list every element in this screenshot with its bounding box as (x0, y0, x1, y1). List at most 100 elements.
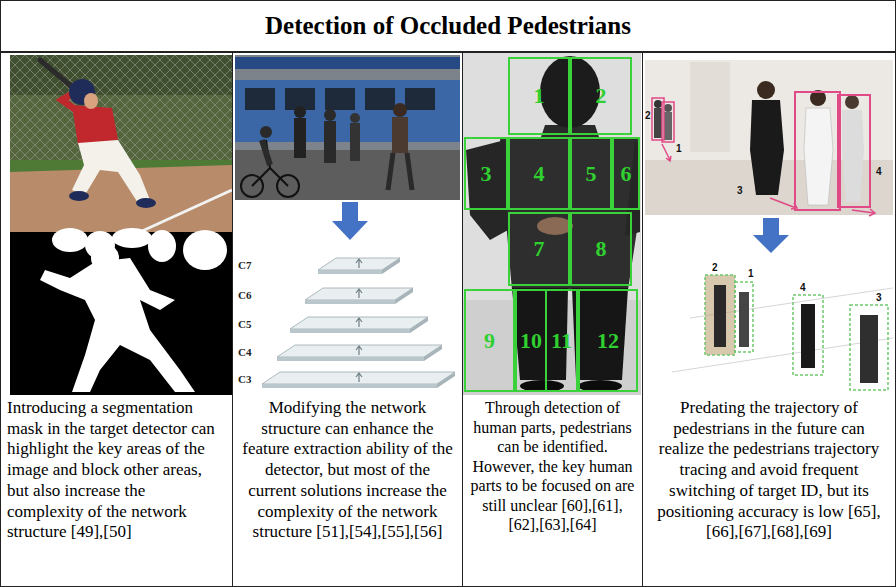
pyramid-level-label: C7 (238, 259, 251, 271)
street-photo (294, 118, 306, 158)
street-photo (392, 117, 408, 153)
pedestrian-back-photo (463, 53, 641, 395)
down-arrow (753, 218, 789, 253)
track-id-number: 2 (712, 262, 718, 273)
part-number: 2 (596, 85, 607, 107)
body-part-box: 3 (464, 137, 508, 210)
pedestrian-back-photo (500, 138, 640, 290)
caption-text: Predating the trajectory of pedestrians … (649, 398, 889, 543)
trajectory-3d-view (793, 295, 823, 375)
feature-pyramid (424, 345, 442, 361)
feature-pyramid (305, 300, 395, 304)
trajectory-3d-view (850, 305, 888, 390)
segmentation-mask (148, 230, 176, 262)
part-number: 12 (597, 330, 619, 352)
pedestrian-back-photo (463, 53, 641, 395)
mall-tracking-photo (654, 108, 662, 138)
mall-tracking-photo (664, 112, 672, 140)
caption-panel: Modifying the network structure can enha… (232, 52, 463, 587)
street-photo (350, 113, 360, 123)
mall-tracking-photo (654, 100, 662, 108)
pedestrian-back-photo (572, 288, 628, 380)
part-number: 9 (484, 330, 495, 352)
feature-pyramid (382, 258, 400, 274)
feature-pyramid (356, 318, 362, 327)
mall-tracking-photo (662, 102, 674, 142)
mall-tracking-photo (645, 60, 893, 215)
caption-panel: Through detection of human parts, pedest… (462, 52, 643, 587)
street-photo (262, 140, 270, 165)
baseball-photo (136, 198, 156, 208)
segmentation-mask (52, 228, 88, 252)
track-id-number: 3 (737, 185, 743, 196)
feature-pyramid (437, 372, 455, 388)
part-number: 11 (551, 330, 572, 352)
part-number: 5 (586, 163, 597, 185)
street-photo (235, 55, 460, 200)
street-photo (388, 153, 412, 190)
baseball-photo (10, 55, 232, 232)
street-photo (235, 57, 460, 69)
trajectory-3d-view (714, 285, 726, 347)
segmentation-mask (10, 228, 232, 395)
part-number: 1 (534, 85, 545, 107)
body-part-box: 6 (612, 137, 640, 210)
street-photo (350, 123, 360, 161)
feature-pyramid (277, 345, 442, 357)
pedestrian-back-photo (537, 217, 573, 235)
body-part-box: 10 (515, 289, 547, 392)
mall-tracking-photo (645, 60, 893, 216)
part-number: 7 (534, 238, 545, 260)
trajectory-3d-view (735, 282, 753, 352)
body-part-box: 7 (508, 212, 570, 286)
part-number: 4 (534, 163, 545, 185)
feature-pyramid (356, 289, 362, 298)
track-id-number: 4 (800, 282, 806, 293)
feature-pyramid (356, 346, 362, 355)
feature-pyramid (395, 288, 413, 304)
mall-tracking-photo (662, 144, 671, 161)
segmentation-mask (40, 258, 195, 392)
body-part-box: 5 (570, 137, 612, 210)
baseball-photo (10, 55, 232, 232)
feature-pyramid (290, 317, 428, 329)
feature-pyramid (305, 288, 413, 300)
figure-title: Detection of Occluded Pedestrians (0, 0, 896, 51)
track-id-number: 1 (748, 268, 754, 279)
feature-pyramid (356, 259, 362, 268)
baseball-photo (69, 191, 89, 201)
pyramid-level-label: C5 (238, 318, 251, 330)
feature-pyramid (262, 372, 455, 384)
street-photo (260, 126, 272, 138)
feature-pyramid (290, 329, 410, 333)
street-photo (393, 103, 407, 117)
feature-pyramid (262, 384, 437, 388)
street-photo (324, 109, 336, 121)
baseball-photo (140, 190, 232, 232)
mall-tracking-photo (750, 100, 784, 195)
baseball-photo (84, 93, 98, 109)
body-part-box: 9 (464, 289, 515, 392)
mall-tracking-photo (845, 95, 859, 109)
mall-tracking-photo (804, 108, 833, 205)
body-part-box: 12 (578, 289, 638, 392)
feature-pyramid (262, 258, 455, 388)
mall-tracking-photo (690, 62, 730, 152)
down-arrow (332, 202, 368, 240)
segmentation-mask (112, 228, 152, 248)
street-photo (405, 88, 435, 110)
pyramid-level-label: C3 (238, 373, 251, 385)
body-part-box: 1 (508, 57, 570, 135)
track-id-number: 4 (876, 166, 882, 177)
street-photo (294, 106, 306, 118)
mall-tracking-photo (795, 92, 840, 210)
street-photo (235, 55, 460, 200)
mall-tracking-photo (838, 95, 870, 207)
feature-pyramid (356, 373, 362, 382)
pedestrian-back-photo (625, 140, 640, 236)
feature-pyramid (318, 270, 382, 274)
mall-tracking-photo (770, 198, 797, 209)
pyramid-level-label: C4 (238, 346, 251, 358)
trajectory-3d-view (672, 275, 893, 390)
street-photo (245, 88, 275, 110)
